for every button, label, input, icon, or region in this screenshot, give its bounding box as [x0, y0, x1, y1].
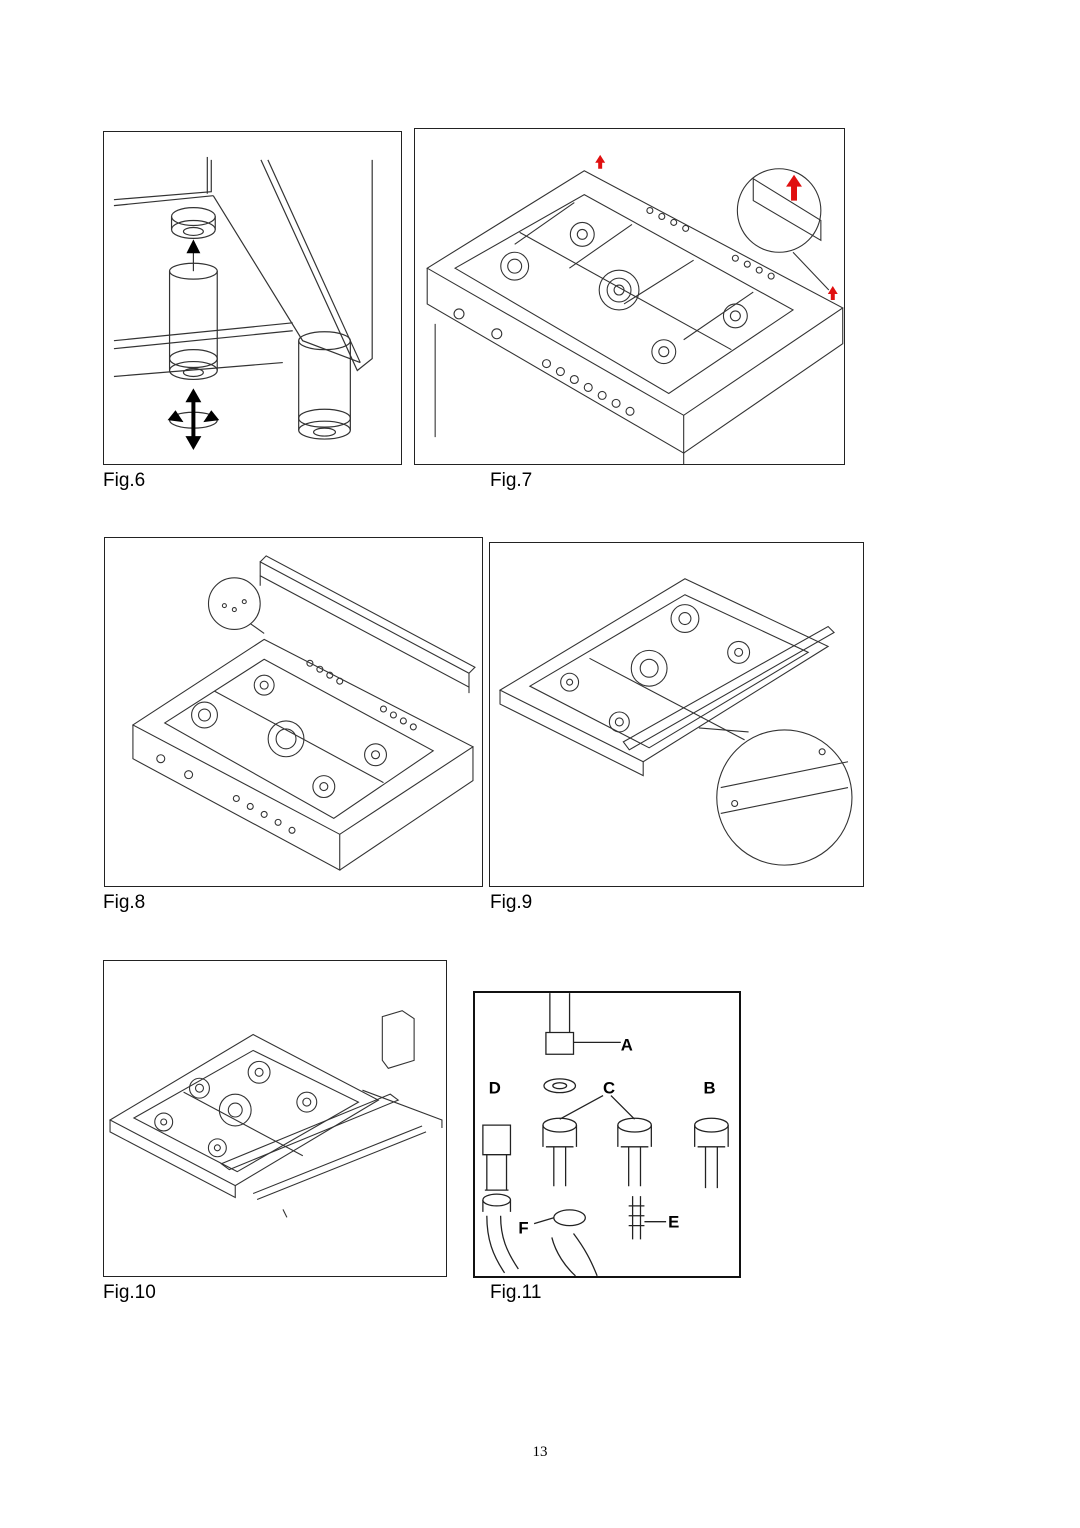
- fig6-illustration: [103, 131, 402, 465]
- gas-fittings-drawing: A D C B F E: [482, 993, 729, 1276]
- fig9-caption: Fig.9: [490, 892, 533, 913]
- backguard-fitting-drawing: [131, 555, 476, 872]
- fig10-caption: Fig.10: [103, 1282, 156, 1303]
- foot-adjustment-drawing: [113, 156, 373, 450]
- page-number: 13: [532, 1444, 548, 1460]
- fig6-caption: Fig.6: [103, 470, 146, 491]
- fig11-illustration: A D C B F E: [473, 991, 741, 1278]
- fig7-illustration: [414, 128, 845, 465]
- fig7-caption: Fig.7: [490, 470, 533, 491]
- fig8-caption: Fig.8: [103, 892, 146, 913]
- fig11-caption: Fig.11: [490, 1282, 542, 1303]
- label-e: E: [668, 1213, 679, 1232]
- backguard-screw-drawing: [498, 578, 853, 866]
- side-panel-fitting-drawing: [108, 1010, 443, 1218]
- fig9-illustration: [489, 542, 864, 887]
- fig8-illustration: [104, 537, 483, 887]
- label-c: C: [603, 1079, 615, 1098]
- label-a: A: [621, 1035, 633, 1054]
- label-f: F: [518, 1219, 528, 1238]
- hob-isometric-drawing: [426, 154, 844, 464]
- fig10-illustration: [103, 960, 447, 1277]
- label-d: D: [489, 1079, 501, 1098]
- red-arrow-icons: [595, 154, 838, 300]
- label-b: B: [704, 1079, 716, 1098]
